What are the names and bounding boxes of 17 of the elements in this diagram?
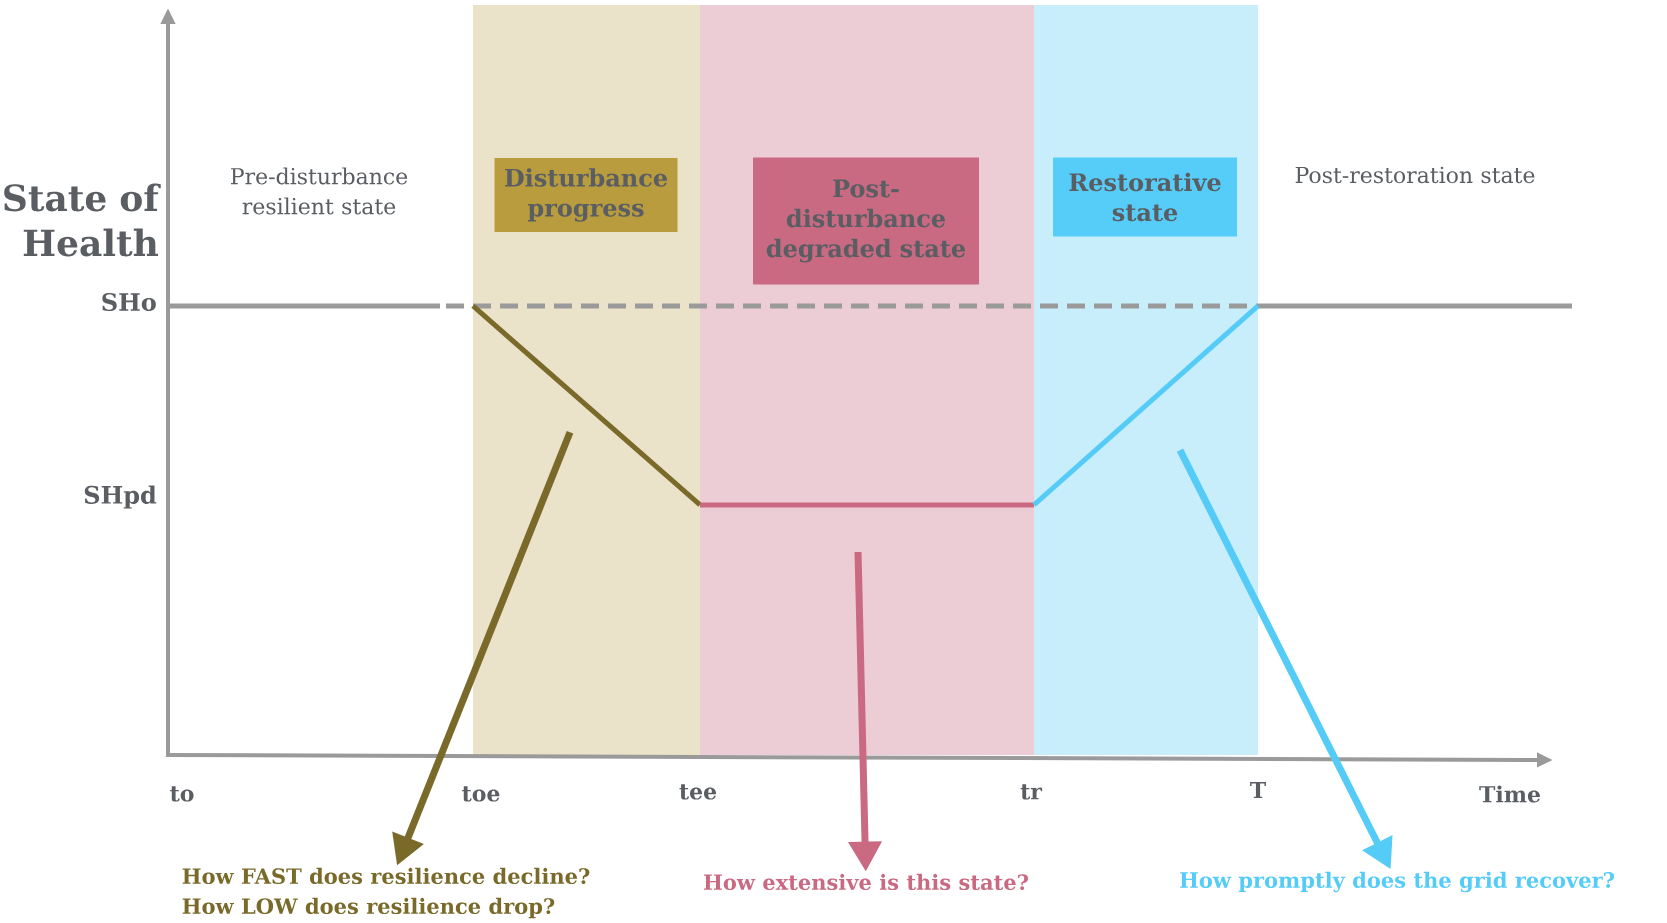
tick-label: SHo <box>102 292 156 312</box>
question-text: How promptly does the grid recover? <box>1180 871 1614 893</box>
question-text: How extensive is this state? <box>704 873 1029 891</box>
tick-label: tr <box>1020 784 1043 800</box>
tick-label: Time <box>1479 785 1540 803</box>
tick-label: tee <box>679 784 717 800</box>
phase-box: Disturbance progress <box>494 158 678 232</box>
tick-label: SHpd <box>84 485 157 509</box>
axis-title: State of Health <box>4 183 161 257</box>
question-text: How FAST does resilience decline? How LOW does resilience drop? <box>182 867 590 919</box>
phase-box: Restorative state <box>1053 157 1237 237</box>
state-label: Pre-disturbance resilient state <box>231 167 408 215</box>
phase-box: Post-disturbance degraded state <box>753 157 979 285</box>
tick-label: toe <box>462 786 500 802</box>
state-label: Post-restoration state <box>1295 166 1535 184</box>
tick-label: to <box>170 786 194 802</box>
tick-label: T <box>1250 781 1266 798</box>
